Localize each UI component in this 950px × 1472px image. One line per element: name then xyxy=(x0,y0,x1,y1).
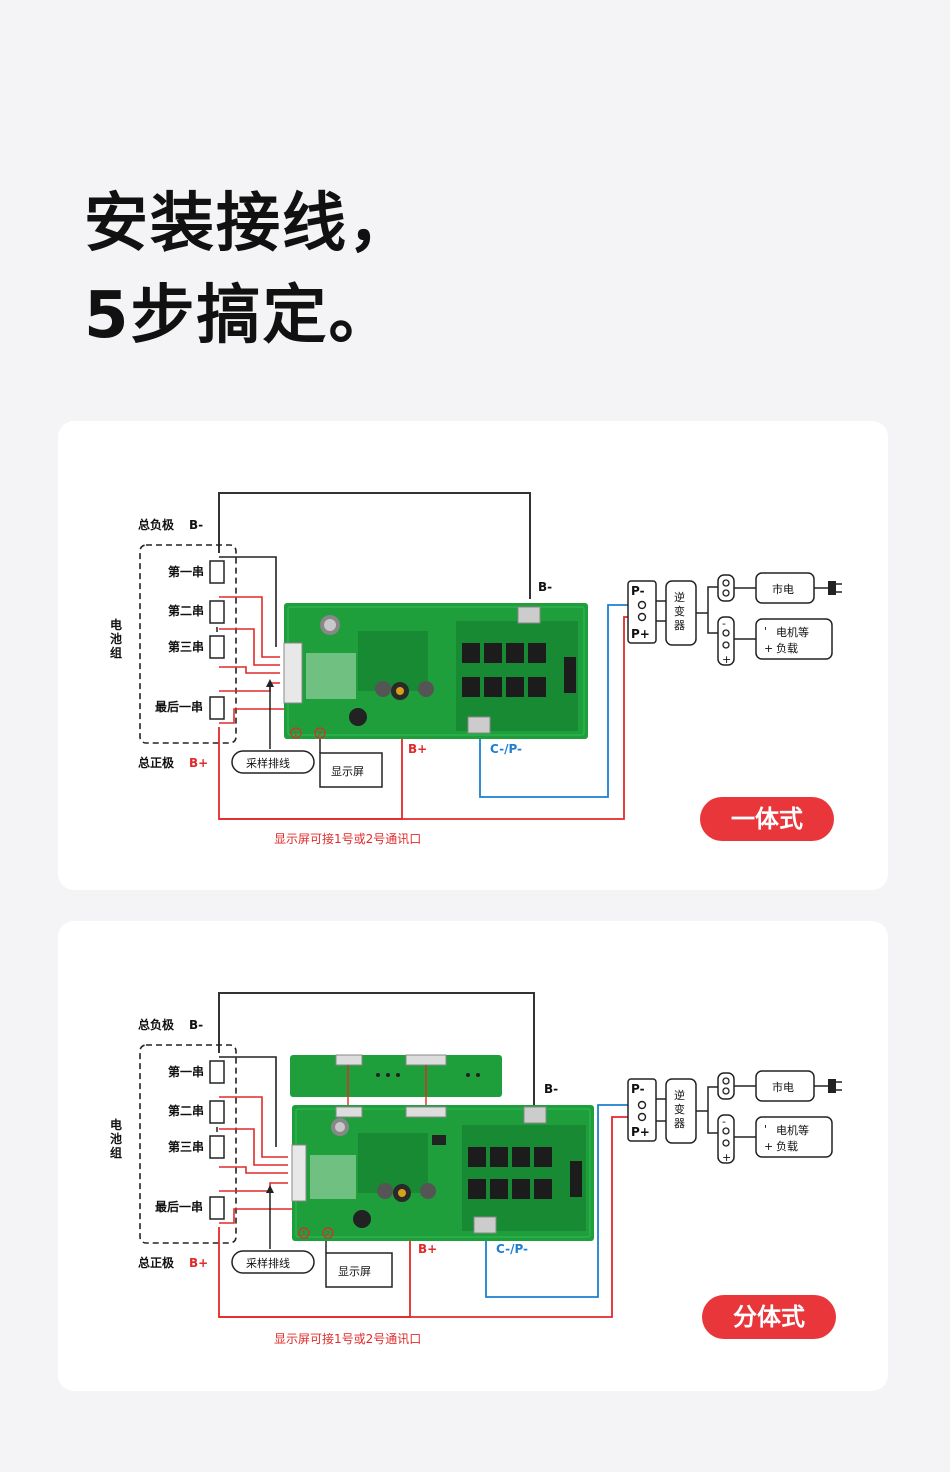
cell-3-icon xyxy=(209,635,225,659)
note-text-2: 显示屏可接1号或2号通讯口 xyxy=(274,1331,421,1346)
display-label: 显示屏 xyxy=(331,765,364,778)
b-minus-label-2: B- xyxy=(189,1018,203,1032)
load-box-2 xyxy=(755,1116,833,1158)
mains-label: 市电 xyxy=(772,582,794,596)
string-last-label-2: 最后一串 xyxy=(155,1199,203,1214)
port-1-label: 1 xyxy=(294,730,298,738)
p-minus-label: P- xyxy=(631,584,645,598)
svg-text:+: + xyxy=(722,1151,731,1164)
cell-2-icon-2 xyxy=(209,1100,225,1124)
p-plus-label-2: P+ xyxy=(631,1125,650,1139)
port-2-label: 2 xyxy=(318,730,322,738)
board-b-minus-label: B- xyxy=(538,580,552,594)
port-2-label-2: 2 xyxy=(326,1230,330,1238)
p-terminal-box-2 xyxy=(627,1078,657,1142)
cell-last-icon-2 xyxy=(209,1196,225,1220)
string-3-label: 第三串 xyxy=(168,639,204,654)
c-p-minus-label-2: C-/P- xyxy=(496,1242,528,1256)
battery-pack-label-3b: 组 xyxy=(110,1145,122,1160)
b-plus-label-2: B+ xyxy=(189,1256,208,1270)
note-text: 显示屏可接1号或2号通讯口 xyxy=(274,831,421,846)
sampling-cable-label: 采样排线 xyxy=(246,756,290,770)
wiring-card-split: 总负极 B- 总正极 B+ 电 池 组 第一串 第二串 第三串 最后一串 xyxy=(58,921,888,1391)
svg-text:-: - xyxy=(722,617,726,630)
port-2-icon-2 xyxy=(322,1227,334,1239)
board-b-plus-label-2: B+ xyxy=(418,1242,437,1256)
sampling-cable-label-2: 采样排线 xyxy=(246,1256,290,1270)
svg-text:+: + xyxy=(764,1140,773,1153)
display-board xyxy=(290,1055,502,1097)
type-tag-split: 分体式 xyxy=(702,1295,836,1339)
headline: 安装接线， 5步搞定。 xyxy=(84,178,414,362)
svg-text:': ' xyxy=(764,1123,767,1136)
total-positive-label: 总正极 xyxy=(138,755,175,770)
wiring-diagram-split: 总负极 B- 总正极 B+ 电 池 组 第一串 第二串 第三串 最后一串 xyxy=(110,992,842,1346)
string-1-label: 第一串 xyxy=(168,564,204,579)
b-minus-label: B- xyxy=(189,518,203,532)
inverter-label-3: 器 xyxy=(674,619,685,632)
battery-pack-label-1: 电 xyxy=(110,617,122,632)
string-last-label: 最后一串 xyxy=(155,699,203,714)
b-plus-label: B+ xyxy=(189,756,208,770)
headline-line1: 安装接线， xyxy=(84,187,414,261)
inverter-label-2: 变 xyxy=(674,604,685,618)
total-positive-label-2: 总正极 xyxy=(138,1255,175,1270)
load-label-1b: 电机等 xyxy=(776,1123,809,1137)
string-3-label-2: 第三串 xyxy=(168,1139,204,1154)
plug-icon-2 xyxy=(828,1079,836,1093)
total-negative-label-2: 总负极 xyxy=(138,1017,175,1032)
inverter-label-1b: 逆 xyxy=(674,1088,685,1102)
board-b-plus-label: B+ xyxy=(408,742,427,756)
svg-text:+: + xyxy=(764,642,773,655)
load-box xyxy=(755,618,833,660)
svg-text:+: + xyxy=(722,653,731,666)
inverter-label-1: 逆 xyxy=(674,590,685,604)
c-p-minus-label: C-/P- xyxy=(490,742,522,756)
inverter-label-2b: 变 xyxy=(674,1102,685,1116)
cell-3-icon-2 xyxy=(209,1135,225,1159)
wiring-diagram-integrated: 总负极 B- 总正极 B+ 电 池 组 第一串 第二串 第三串 最后一串 xyxy=(110,492,842,846)
display-label-2: 显示屏 xyxy=(338,1265,371,1278)
cell-2-icon xyxy=(209,600,225,624)
plug-icon xyxy=(828,581,836,595)
string-2-label: 第二串 xyxy=(168,603,204,618)
battery-pack-box-2 xyxy=(139,1044,237,1244)
type-tag-integrated: 一体式 xyxy=(700,797,834,841)
battery-pack-label-2: 池 xyxy=(110,631,122,646)
svg-text:': ' xyxy=(764,625,767,638)
port-1-icon-2 xyxy=(298,1227,310,1239)
total-negative-label: 总负极 xyxy=(138,517,175,532)
string-1-label-2: 第一串 xyxy=(168,1064,204,1079)
load-label-1: 电机等 xyxy=(776,625,809,639)
p-minus-label-2: P- xyxy=(631,1082,645,1096)
cell-last-icon xyxy=(209,696,225,720)
battery-pack-label-2b: 池 xyxy=(110,1131,122,1146)
wiring-card-integrated: 总负极 B- 总正极 B+ 电 池 组 第一串 第二串 第三串 最后一串 xyxy=(58,421,888,890)
cell-1-icon xyxy=(209,560,225,584)
cell-1-icon-2 xyxy=(209,1060,225,1084)
headline-line2: 5步搞定。 xyxy=(84,279,395,353)
string-2-label-2: 第二串 xyxy=(168,1103,204,1118)
load-label-2: 负载 xyxy=(776,641,798,655)
display-box-2 xyxy=(325,1252,393,1288)
mains-label-2: 市电 xyxy=(772,1080,794,1094)
svg-text:-: - xyxy=(722,1115,726,1128)
port-1-icon xyxy=(290,727,302,739)
display-box xyxy=(319,752,383,788)
battery-pack-box xyxy=(139,544,237,744)
board-b-minus-label-2: B- xyxy=(544,1082,558,1096)
battery-pack-label-1b: 电 xyxy=(110,1117,122,1132)
p-plus-label: P+ xyxy=(631,627,650,641)
load-label-2b: 负载 xyxy=(776,1139,798,1153)
port-1-label-2: 1 xyxy=(302,1230,306,1238)
inverter-label-3b: 器 xyxy=(674,1117,685,1130)
port-2-icon xyxy=(314,727,326,739)
battery-pack-label-3: 组 xyxy=(110,645,122,660)
p-terminal-box xyxy=(627,580,657,644)
